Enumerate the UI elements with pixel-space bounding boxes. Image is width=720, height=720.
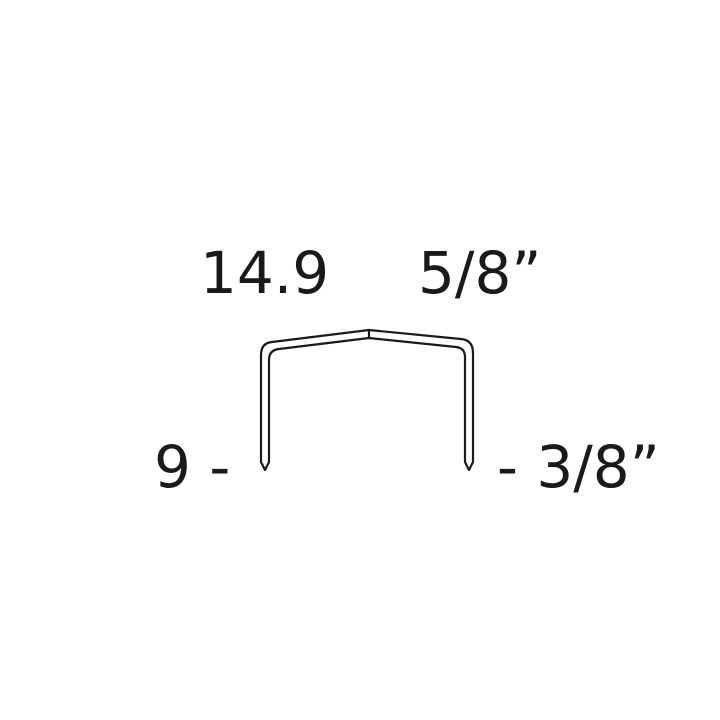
crown-width-inch-label: 5/8” <box>418 239 542 307</box>
leg-length-inch-label: - 3/8” <box>497 433 660 501</box>
staple-outer-outline <box>259 328 475 472</box>
leg-length-mm-label: 9 - <box>154 433 231 501</box>
crown-width-mm-label: 14.9 <box>200 239 330 307</box>
